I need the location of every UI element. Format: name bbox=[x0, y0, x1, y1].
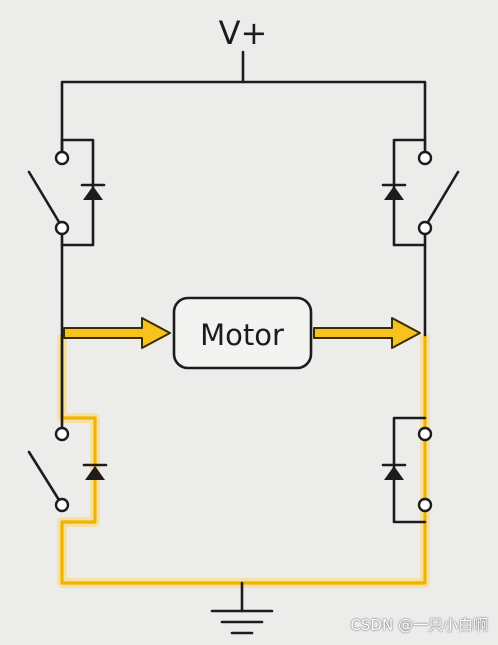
top-rail bbox=[60, 80, 427, 160]
diode-top-left bbox=[83, 186, 103, 200]
current-path-highlight bbox=[57, 335, 430, 588]
watermark: CSDN @一只小白啊 bbox=[350, 616, 488, 634]
switch-bottom-right bbox=[381, 416, 433, 524]
arrow-left-to-motor bbox=[63, 317, 171, 349]
motor-block: Motor bbox=[172, 296, 313, 370]
ground-symbol bbox=[210, 581, 274, 635]
diode-bottom-right bbox=[384, 466, 404, 480]
switch-bottom-left bbox=[27, 333, 108, 513]
diode-bottom-left bbox=[85, 466, 105, 480]
switch-top-right bbox=[381, 138, 460, 337]
switch-top-left bbox=[27, 138, 106, 337]
supply-label: V+ bbox=[219, 14, 268, 52]
diode-top-right bbox=[384, 186, 404, 200]
motor-label: Motor bbox=[200, 318, 284, 352]
arrow-motor-to-right bbox=[313, 317, 421, 349]
